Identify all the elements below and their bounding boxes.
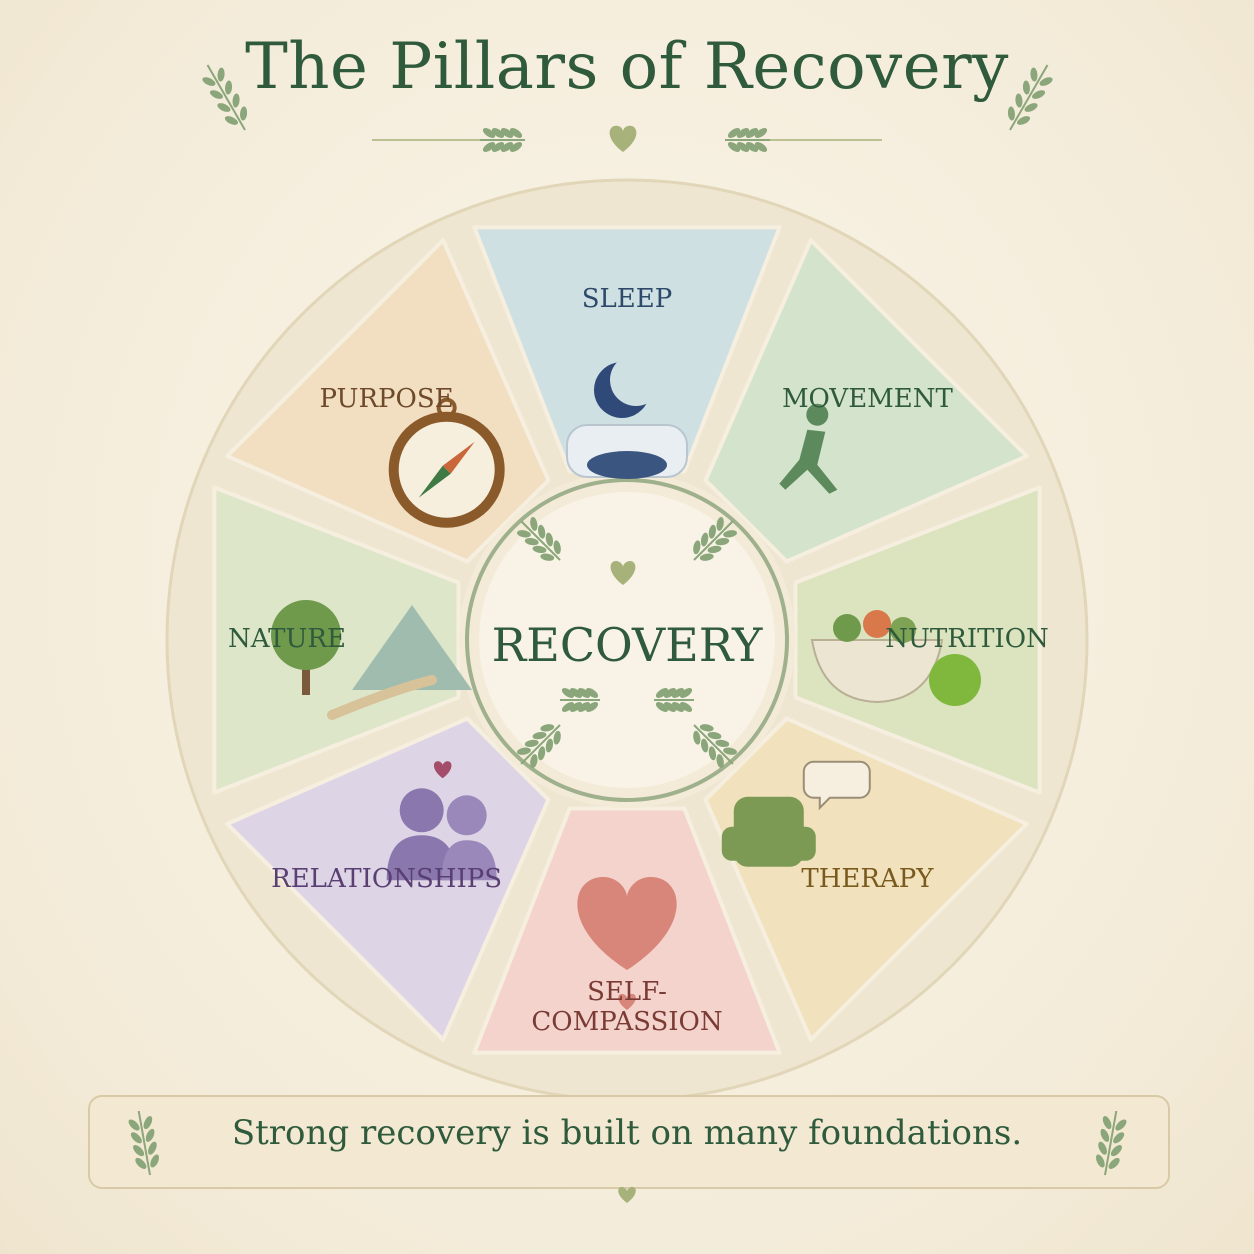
pillar-label: THERAPY xyxy=(801,864,934,895)
moon-icon xyxy=(566,354,688,479)
pillar-label: NATURE xyxy=(228,624,346,655)
pillar-label: SLEEP xyxy=(581,284,673,315)
heart-hug-icon xyxy=(577,876,677,1010)
leaf-sprig-icon xyxy=(480,128,525,152)
runner-icon xyxy=(779,403,838,494)
people-hug-icon xyxy=(386,761,497,881)
leaf-sprig-icon xyxy=(693,724,737,768)
leaf-sprig-icon xyxy=(654,688,694,712)
salad-bowl-icon xyxy=(810,610,981,706)
page-title: The Pillars of Recovery xyxy=(245,30,1009,104)
armchair-icon xyxy=(721,760,871,867)
compass-icon xyxy=(388,397,505,528)
leaf-sprig-icon xyxy=(202,64,248,131)
hub-ring xyxy=(465,478,789,802)
title-heart-icon xyxy=(609,125,637,152)
hub-inner xyxy=(479,492,775,788)
pillar-label: RELATIONSHIPS xyxy=(271,864,503,895)
leaf-sprig-icon xyxy=(693,517,737,561)
leaf-sprig-icon xyxy=(725,128,770,152)
center-label: RECOVERY xyxy=(491,618,763,672)
pillar-label: SELF- COMPASSION xyxy=(531,977,723,1037)
hub-heart-icon xyxy=(610,560,636,585)
leaf-sprig-icon xyxy=(560,688,600,712)
pillar-label: PURPOSE xyxy=(319,383,454,414)
leaf-sprig-icon xyxy=(517,517,561,561)
pillar-segment xyxy=(472,225,782,474)
leaf-sprig-icon xyxy=(517,724,561,768)
pillar-label: MOVEMENT xyxy=(781,383,953,414)
footer-text: Strong recovery is built on many foundat… xyxy=(231,1113,1023,1153)
tree-mountain-icon xyxy=(271,600,472,720)
footer-box xyxy=(88,1095,1170,1189)
leaf-sprig-icon xyxy=(1007,64,1053,131)
pillar-label: NUTRITION xyxy=(885,624,1049,655)
